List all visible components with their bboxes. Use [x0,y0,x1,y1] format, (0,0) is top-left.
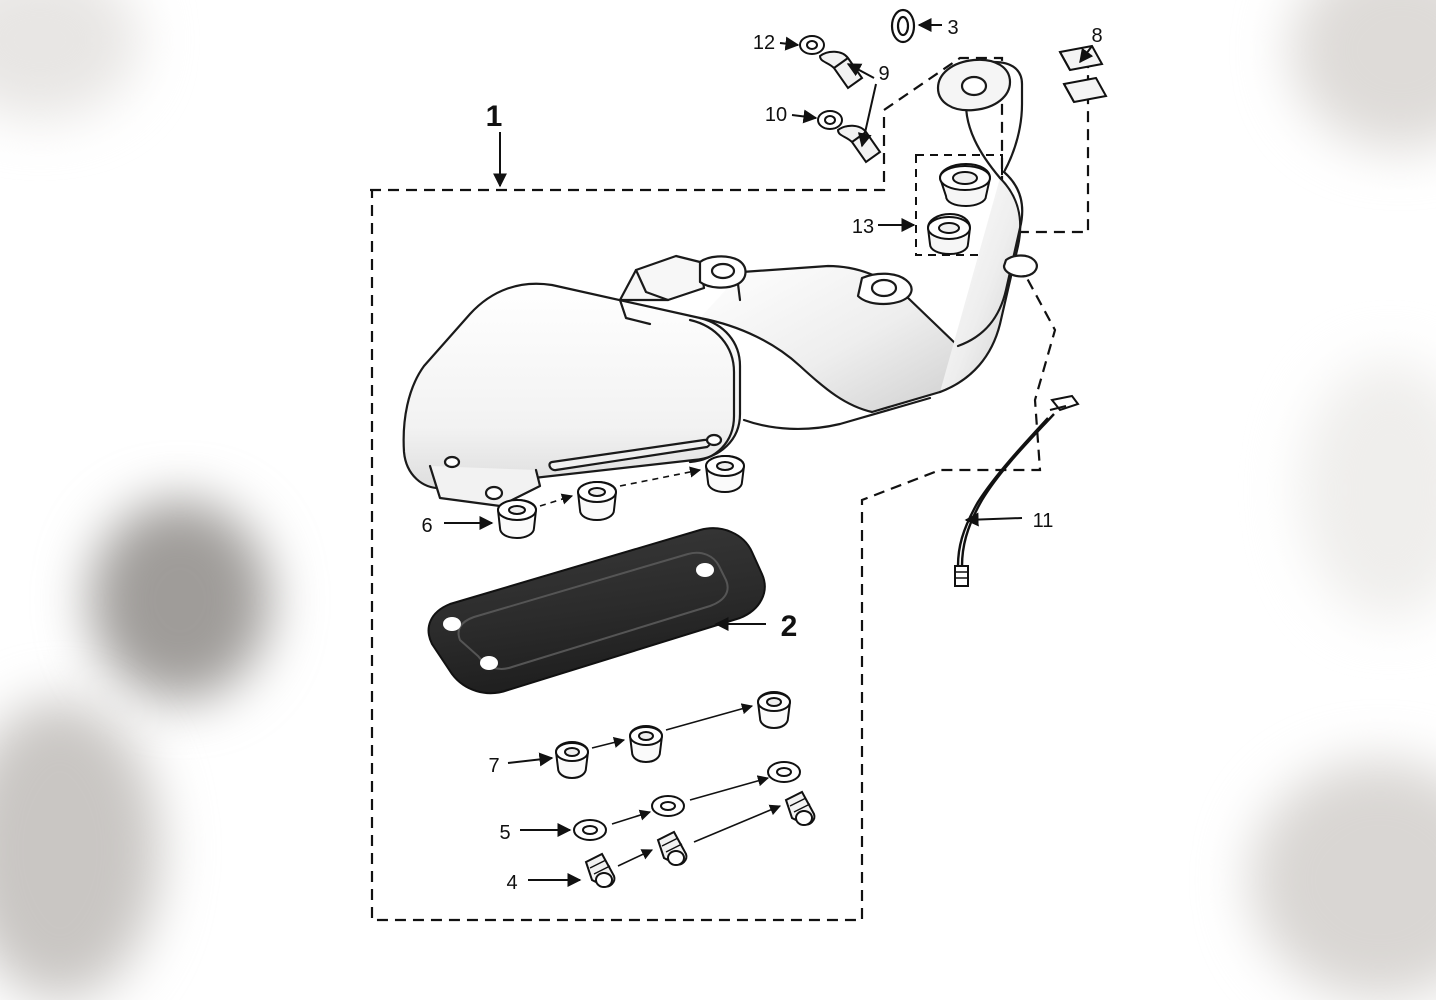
diagram-canvas: 1 2 3 4 5 6 7 8 9 10 11 12 13 [370,8,1108,922]
grommet-6-b [576,480,618,522]
leader-9 [846,63,875,79]
leader-8 [1079,45,1094,64]
callout-labels: 1 2 3 4 5 6 7 8 9 10 11 12 13 [421,17,1102,894]
callout-3: 3 [947,17,958,39]
callout-9: 9 [878,63,889,85]
flange-bolt-9-upper [818,50,864,90]
collar-7-a [554,740,590,780]
group-1-outline [370,56,1090,922]
washer-12 [799,35,825,55]
callout-7: 7 [488,755,499,777]
collar-7-b [628,724,664,764]
callout-13: 13 [852,216,874,238]
callout-2: 2 [781,610,798,643]
leader-10 [791,109,818,124]
grommet-assembly-arrows [539,466,702,507]
shield-screw-4-b [656,830,688,866]
grommet-6-c [704,454,746,494]
callout-12: 12 [753,32,775,54]
shield-screw-4-a [584,852,616,888]
leader-12 [779,36,800,51]
callout-leaders [444,18,1094,887]
callout-1: 1 [486,100,503,133]
callout-4: 4 [506,872,517,894]
oxygen-sensor-cable [954,394,1080,587]
flange-bolt-9-lower [836,124,882,164]
washer-5-c [767,761,801,783]
leader-9b [857,83,877,148]
exhaust-gasket-ring [890,8,916,44]
callout-6: 6 [421,515,432,537]
washer-10 [817,110,843,130]
collar-7-c [756,690,792,730]
grommet-6-a [496,498,538,540]
fastener-assembly-arrows [611,775,782,867]
heat-shield [427,527,766,695]
mounting-sleeve-pair [1058,44,1108,104]
group-13-outline [915,154,1003,256]
washer-5-a [573,819,607,841]
shield-screw-4-c [784,790,816,826]
leader-11 [964,512,1023,527]
callout-10: 10 [765,104,787,126]
bush-pair-13 [926,162,992,256]
leader-7 [507,752,554,767]
collar-assembly-arrows [591,703,754,749]
washer-5-b [651,795,685,817]
callout-8: 8 [1091,25,1102,47]
muffler-assembly [402,58,1038,508]
callout-5: 5 [499,822,510,844]
callout-11: 11 [1033,510,1054,532]
